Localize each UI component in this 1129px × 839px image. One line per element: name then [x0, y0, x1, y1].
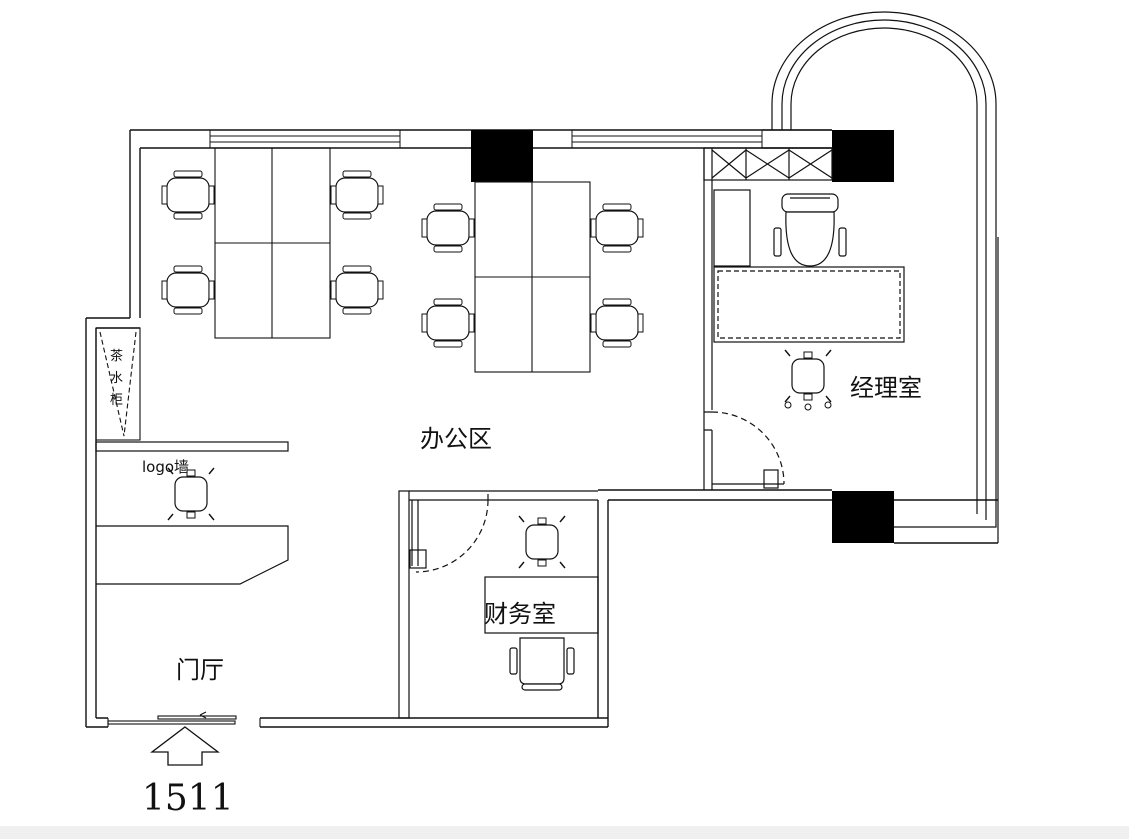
desk-cluster-right — [474, 181, 591, 373]
tea-cabinet-label-2: 水 — [110, 371, 123, 386]
finance-chair-bottom — [509, 637, 575, 691]
balcony-arc — [762, 11, 999, 543]
tea-cabinet-label-3: 柜 — [110, 393, 123, 408]
entry-door — [107, 711, 261, 727]
entry-arrow — [150, 726, 220, 766]
lobby-partition — [95, 441, 289, 585]
logo-wall-label: logo墙 — [142, 458, 189, 476]
desk-cluster-left — [214, 147, 331, 339]
lobby-label: 门厅 — [176, 656, 224, 684]
office-chairs — [161, 170, 644, 348]
footer-bar — [0, 826, 1129, 839]
office-area-label: 办公区 — [420, 425, 492, 453]
finance-room-label: 财务室 — [484, 600, 556, 628]
manager-chair — [773, 193, 847, 267]
structural-columns — [471, 130, 894, 543]
finance-chair-top — [518, 515, 566, 569]
visitor-chair — [784, 349, 832, 411]
manager-room — [703, 147, 905, 490]
tea-cabinet-label-1: 茶 — [110, 348, 123, 364]
tea-cabinet — [95, 327, 141, 441]
finance-room — [398, 490, 599, 719]
unit-number: 1511 — [142, 778, 234, 819]
manager-room-label: 经理室 — [850, 374, 922, 402]
